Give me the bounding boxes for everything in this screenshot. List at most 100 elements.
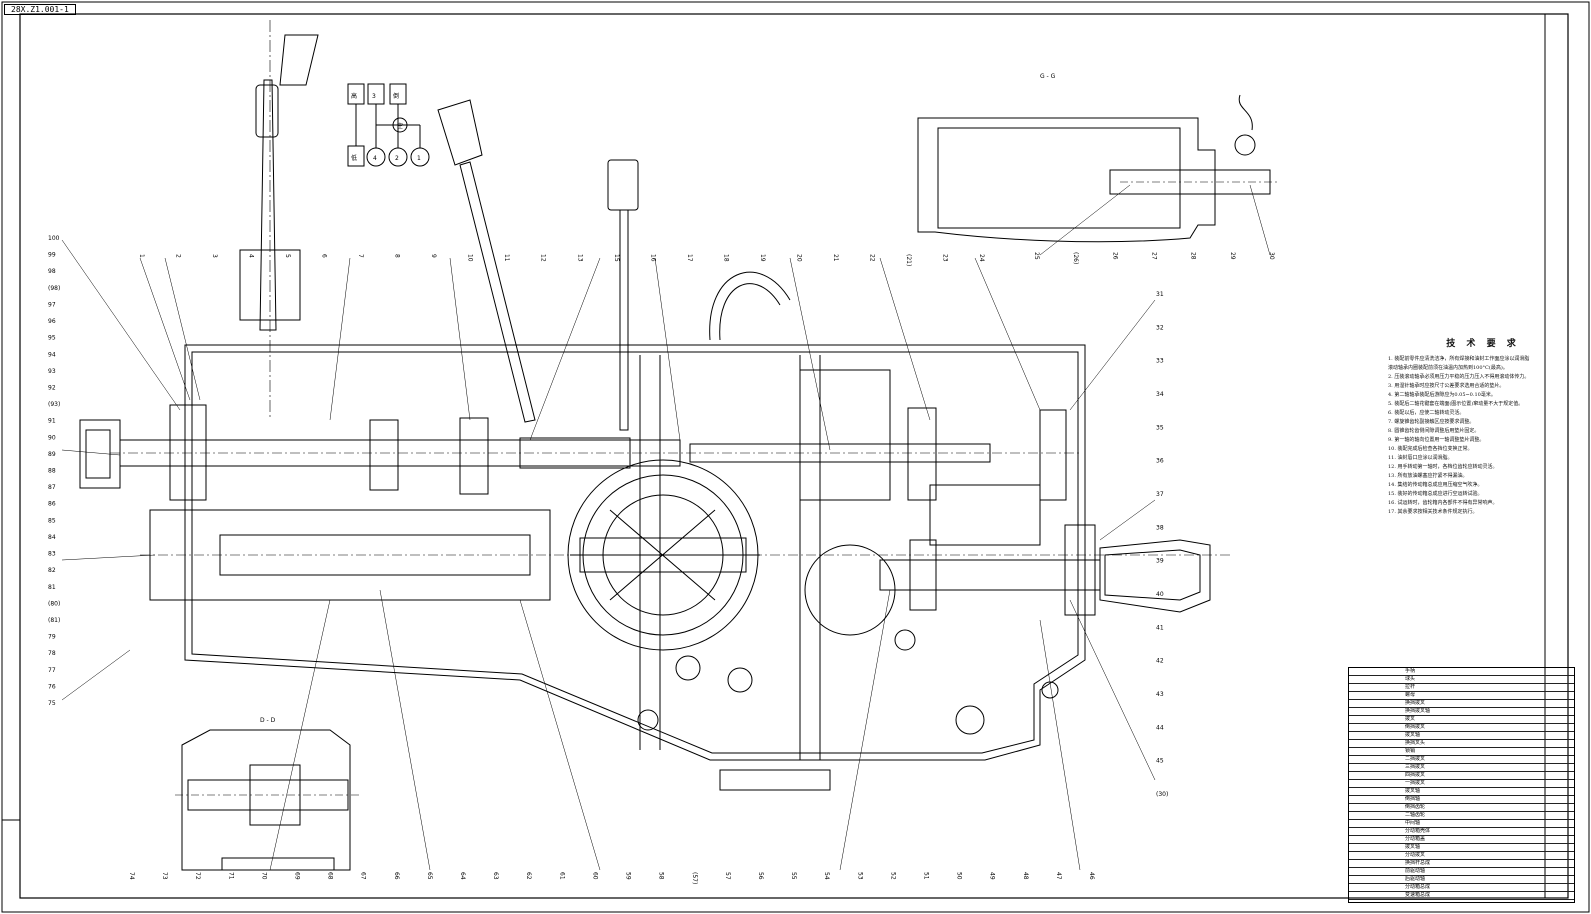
callout-number: (80): [48, 600, 60, 607]
parts-list-table: 手柄球头拉杆螺母换挡拨叉换挡拨叉轴拨叉倒挡拨叉拨叉轴换挡叉头锁销二挡拨叉三挡拨叉…: [1348, 667, 1575, 903]
tech-req-list: 1. 装配前零件应清洗洁净，所有焊接和油封工作面应涂以润滑脂 滚动轴承内圈装配前…: [1388, 355, 1578, 517]
input-shaft: [79, 404, 1080, 501]
callout-number: 56: [757, 872, 764, 880]
callout-number: 28: [1190, 252, 1197, 260]
callout-number: 83: [48, 551, 56, 558]
callout-number: 33: [1156, 358, 1164, 365]
callout-number: 92: [48, 384, 56, 391]
callout-number: 53: [856, 872, 863, 880]
callout-number: (26): [1072, 252, 1079, 264]
shift-label-reverse: 倒: [393, 92, 399, 100]
callout-number: 52: [889, 872, 896, 880]
callout-number: 41: [1156, 624, 1164, 631]
callout-number: 73: [161, 872, 168, 880]
parts-list-row: 一挡拨叉: [1349, 780, 1574, 788]
callout-number: 66: [393, 872, 400, 880]
inner-frame: [19, 13, 1569, 899]
callout-number: 68: [327, 872, 334, 880]
output-shaft: [140, 484, 1230, 616]
parts-list-row: 螺母: [1349, 692, 1574, 700]
shift-lever-third: [607, 159, 639, 431]
callout-number: 91: [48, 418, 56, 425]
callout-number: 57: [724, 872, 731, 880]
parts-list-row: 三挡拨叉: [1349, 764, 1574, 772]
parts-list-row: 分动箱总成: [1349, 884, 1574, 892]
callout-number: 74: [128, 872, 135, 880]
callout-number: 11: [503, 254, 510, 262]
callout-number: 77: [48, 667, 56, 674]
callout-number: 60: [591, 872, 598, 880]
callout-number: 81: [48, 584, 56, 591]
callout-number: 97: [48, 301, 56, 308]
parts-list-row: 球头: [1349, 676, 1574, 684]
detail-view-gg: [917, 94, 1280, 243]
callout-number: 38: [1156, 524, 1164, 531]
callout-number: (30): [1156, 791, 1168, 798]
tech-req-item: 12. 用手转动第一轴时，各档位齿轮应转动灵活。: [1388, 464, 1498, 470]
callout-number: (81): [48, 617, 60, 624]
shift-pattern: [347, 83, 430, 167]
callout-number: 42: [1156, 658, 1164, 665]
callout-number: 21: [832, 254, 839, 262]
tech-req-item: 17. 其余要求按相关技术条件规定执行。: [1388, 509, 1478, 515]
callout-number: 89: [48, 451, 56, 458]
callout-number: 31: [1156, 291, 1164, 298]
tech-req-item: 8. 圆锥齿轮齿侧间隙调整后用垫片固定。: [1388, 428, 1480, 434]
shift-label-high: 高: [351, 92, 357, 100]
parts-list-row: 倒挡拨叉: [1349, 724, 1574, 732]
shift-label-4: 4: [373, 155, 377, 162]
parts-list-row: 拨叉轴: [1349, 732, 1574, 740]
callout-number: 54: [823, 872, 830, 880]
callout-number: 23: [941, 254, 948, 262]
tech-req-item: 2. 压装滚动轴承必须用压力平稳的压力压入不得用滚动体传力。: [1388, 374, 1530, 380]
shift-label-3: 3: [372, 93, 376, 100]
callout-number: 7: [357, 254, 364, 258]
callout-number: 87: [48, 484, 56, 491]
tech-req-item: 6. 装配以后，应使二轴转动灵活。: [1388, 410, 1465, 416]
parts-list-row: 倒挡轴: [1349, 796, 1574, 804]
callout-number: 98: [48, 268, 56, 275]
parts-list-row: 分动箱壳体: [1349, 828, 1574, 836]
callout-number: 67: [360, 872, 367, 880]
callout-number: 36: [1156, 458, 1164, 465]
callout-number: 99: [48, 252, 56, 259]
callout-number: (57): [691, 872, 698, 884]
shift-label-low: 低: [351, 154, 357, 162]
tech-req-item: 10. 装配完成后检查各挡位变换正常。: [1388, 446, 1473, 452]
callout-number: 72: [194, 872, 201, 880]
tech-req-item: 16. 试运转时，齿轮箱内各部件不得有异常响声。: [1388, 500, 1498, 506]
callout-number: 48: [1022, 872, 1029, 880]
parts-list-row: 换挡杆总成: [1349, 860, 1574, 868]
callout-number: 49: [989, 872, 996, 880]
shift-label-neutral: 空: [397, 122, 403, 130]
callout-number: 58: [658, 872, 665, 880]
callout-number: 62: [525, 872, 532, 880]
tech-req-item: 1. 装配前零件应清洗洁净，所有焊接和油封工作面应涂以润滑脂: [1388, 356, 1530, 362]
callout-number: (98): [48, 285, 60, 292]
callout-number: 96: [48, 318, 56, 325]
callout-number: 88: [48, 468, 56, 475]
tech-req-item: 15. 装好的传动箱总成应进行空运转试验。: [1388, 491, 1483, 497]
tech-req-item: 5. 装配后二轴花键套在端面(图示位置)窜动量不大于规定值。: [1388, 401, 1524, 407]
parts-list-row: 四挡拨叉: [1349, 772, 1574, 780]
callout-number: 82: [48, 567, 56, 574]
callout-number: 12: [540, 254, 547, 262]
callout-number: 29: [1229, 252, 1236, 260]
tech-req-item: 7. 螺旋锥齿轮副接触区应按要求调整。: [1388, 419, 1475, 425]
callout-number: 19: [759, 254, 766, 262]
parts-list-row: 换挡拨叉: [1349, 700, 1574, 708]
callout-number: 16: [649, 254, 656, 262]
leader-lines: [61, 184, 1271, 871]
callout-number: 70: [260, 872, 267, 880]
callouts-left: 1009998(98)979695949392(93)9190898887868…: [48, 235, 60, 707]
callout-number: 84: [48, 534, 56, 541]
tech-req-item: 11. 油封唇口应涂以润滑脂。: [1388, 455, 1453, 461]
parts-list-row: 锁销: [1349, 748, 1574, 756]
shift-label-2: 2: [395, 155, 399, 162]
callout-number: 85: [48, 517, 56, 524]
